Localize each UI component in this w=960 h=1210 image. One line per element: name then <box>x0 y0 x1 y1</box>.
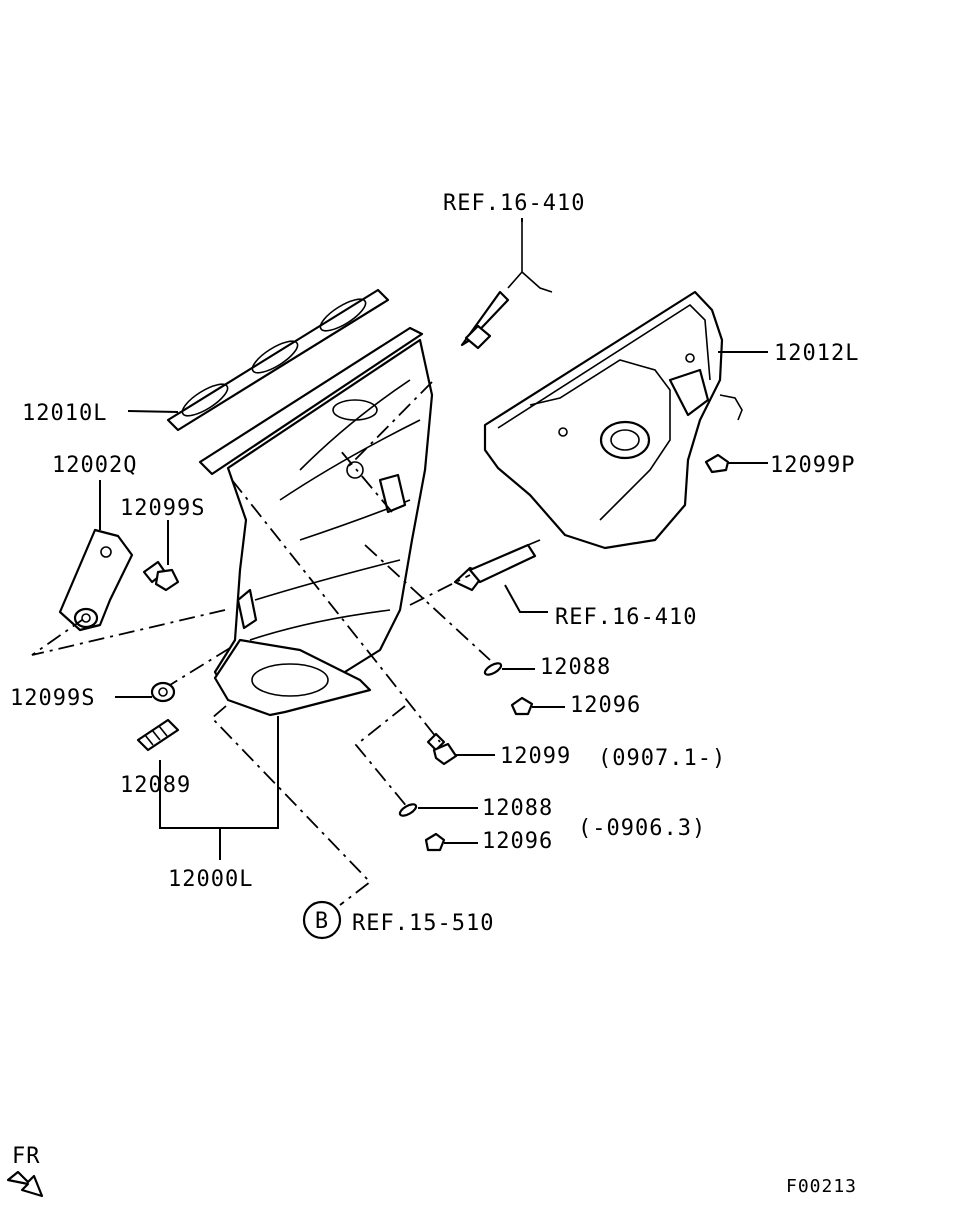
bolt-12099s-upper[interactable] <box>142 560 180 592</box>
label-figure-code: F00213 <box>786 1176 857 1197</box>
leader-lines <box>99 218 768 860</box>
label-o-ring-old[interactable]: 12088 <box>482 796 553 821</box>
label-heat-shield[interactable]: 12012L <box>774 341 859 366</box>
label-ref-exhaust[interactable]: REF.15-510 <box>352 911 494 936</box>
label-bolt-bracket[interactable]: 12099S <box>120 496 205 521</box>
stud-bolt-12089[interactable] <box>136 718 180 752</box>
ref-circle-letter: B <box>315 909 329 934</box>
exhaust-manifold-part[interactable] <box>198 326 434 717</box>
assembly-lines <box>31 381 491 906</box>
bolt-12099-new[interactable] <box>426 732 458 766</box>
label-bolt-new[interactable]: 12099 <box>500 744 571 769</box>
heat-shield-part[interactable] <box>483 290 743 550</box>
o-ring-12088-new[interactable] <box>483 661 503 677</box>
bolt-12099p[interactable] <box>704 453 730 474</box>
label-stud-bolt[interactable]: 12089 <box>120 773 191 798</box>
label-bolt-left[interactable]: 12099S <box>10 686 95 711</box>
oxygen-sensor-lower[interactable] <box>453 539 541 592</box>
reference-circle: B <box>302 900 342 940</box>
label-nut-old[interactable]: 12096 <box>482 829 553 854</box>
label-bracket[interactable]: 12002Q <box>52 453 137 478</box>
gasket-part[interactable] <box>166 288 390 432</box>
oxygen-sensor-upper[interactable] <box>460 222 553 350</box>
label-date-old: (-0906.3) <box>578 816 706 841</box>
bolt-12099s-left[interactable] <box>150 681 176 703</box>
bracket-part[interactable] <box>58 528 134 632</box>
label-manifold-assy[interactable]: 12000L <box>168 867 253 892</box>
label-o-ring-new[interactable]: 12088 <box>540 655 611 680</box>
label-front: FR <box>12 1144 41 1169</box>
nut-12096-old[interactable] <box>424 832 446 852</box>
nut-12096-new[interactable] <box>510 696 534 716</box>
label-bolt-shield[interactable]: 12099P <box>770 453 855 478</box>
o-ring-12088-old[interactable] <box>398 802 418 818</box>
label-gasket[interactable]: 12010L <box>22 401 107 426</box>
label-date-new: (0907.1-) <box>598 746 726 771</box>
label-ref-sensor-lower[interactable]: REF.16-410 <box>555 605 697 630</box>
label-ref-sensor-top[interactable]: REF.16-410 <box>443 191 585 216</box>
label-nut-new[interactable]: 12096 <box>570 693 641 718</box>
front-arrow-icon <box>6 1170 44 1198</box>
